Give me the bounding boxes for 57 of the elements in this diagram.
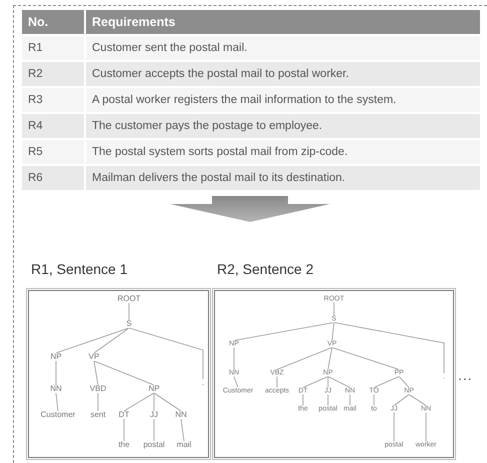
- tree-label: NN: [174, 411, 188, 419]
- tree-label: NN: [49, 385, 63, 393]
- panel-heading: R2, Sentence 2: [217, 261, 314, 277]
- ellipsis: ...: [458, 367, 473, 383]
- tree-branch-line: [94, 360, 98, 386]
- tree-branch-line: [408, 394, 426, 406]
- tree-branch-line: [328, 347, 332, 370]
- tree-label: NP: [147, 385, 161, 393]
- tree-branch-line: [328, 376, 350, 388]
- tree-label: S: [125, 320, 133, 328]
- tree-branch-line: [394, 394, 410, 406]
- tree-label: Customer: [40, 411, 76, 419]
- tree-branch-line: [56, 328, 130, 354]
- tree-label: VBD: [88, 385, 108, 393]
- table-cell: A postal worker registers the mail information to the system.: [86, 88, 480, 112]
- tree-label: the: [117, 441, 131, 449]
- table-header: Requirements: [86, 10, 480, 34]
- tree-label: VP: [88, 353, 100, 361]
- tree-branch-line: [234, 322, 334, 341]
- tree-branch-line: [374, 376, 400, 388]
- tree-branch-line: [128, 302, 130, 320]
- tree-label: NP: [49, 353, 63, 361]
- panel-heading: R1, Sentence 1: [31, 261, 128, 277]
- table-cell: R3: [22, 88, 84, 112]
- table-cell: The postal system sorts postal mail from zip-code.: [86, 140, 480, 164]
- tree-label: mail: [176, 441, 192, 449]
- tree-branch-line: [332, 347, 400, 370]
- tree-label: DT: [118, 411, 130, 419]
- table-cell: R6: [22, 166, 84, 190]
- tree-label: ROOT: [116, 295, 142, 303]
- tree-branch-line: [180, 418, 184, 442]
- tree-branch-line: [154, 392, 182, 412]
- tree-branch-line: [332, 322, 334, 341]
- tree-label: sent: [89, 411, 107, 419]
- tree-branch-line: [128, 328, 204, 380]
- table-cell: R5: [22, 140, 84, 164]
- table-cell: Mailman delivers the postal mail to its destination.: [86, 166, 480, 190]
- tree-branch-line: [276, 347, 332, 370]
- tree-branch-line: [94, 328, 130, 354]
- tree-branch-line: [56, 392, 58, 412]
- table-header: No.: [22, 10, 84, 34]
- tree-branch-line: [94, 360, 154, 386]
- tree-branch-line: [124, 392, 154, 412]
- table-cell: The customer pays the postage to employee.: [86, 114, 480, 138]
- table-cell: R2: [22, 62, 84, 86]
- tree-branch-line: [398, 376, 410, 388]
- table-cell: R4: [22, 114, 84, 138]
- tree-branch-line: [302, 376, 328, 388]
- table-cell: Customer accepts the postal mail to postal worker.: [86, 62, 480, 86]
- table-cell: Customer sent the postal mail.: [86, 36, 480, 60]
- tree-branch-line: [302, 394, 304, 406]
- tree-branch-line: [276, 376, 278, 388]
- tree-label: postal: [142, 441, 166, 449]
- tree-branch-line: [334, 322, 444, 374]
- table-cell: R1: [22, 36, 84, 60]
- tree-label: JJ: [149, 411, 159, 419]
- tree-branch-line: [234, 376, 238, 388]
